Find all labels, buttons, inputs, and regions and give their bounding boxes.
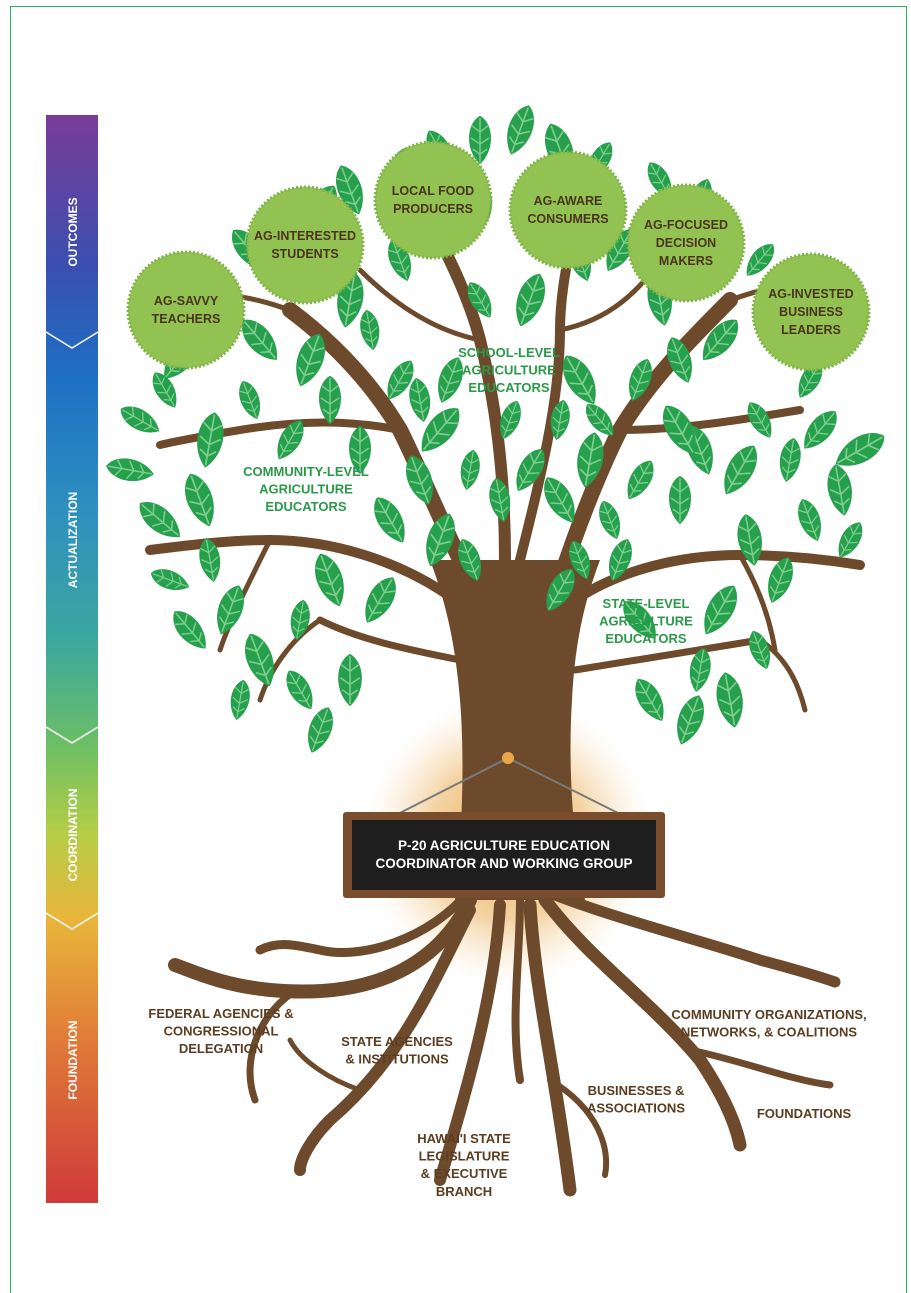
page-frame [10,6,907,1293]
leaf-icon [593,497,627,543]
stage-foundation: FOUNDATION [66,1020,80,1099]
leaf-icon [165,603,215,657]
leaf-icon [468,115,492,165]
leaf-icon [300,702,340,758]
leaf-icon [711,669,749,731]
leaf-icon [627,672,673,728]
leaf-icon [279,664,321,716]
leaf-icon [775,435,805,485]
leaf-icon [177,468,223,532]
leaf-icon [823,461,857,519]
leaf-icon [233,377,267,423]
leaf-icon [831,517,869,563]
leaf-icon [456,447,484,493]
root-businesses: BUSINESSES &ASSOCIATIONS [587,1083,685,1116]
leaf-icon [337,653,363,707]
stage-outcomes: OUTCOMES [66,197,80,266]
leaf-icon [355,570,405,630]
root-community-orgs: COMMUNITY ORGANIZATIONS,NETWORKS, & COAL… [671,1007,866,1040]
roots [168,885,841,1197]
leaf-icon [619,454,661,506]
stage-bar: OUTCOMES ACTUALIZATION COORDINATION FOUN… [45,115,99,1203]
leaf-icon [430,352,470,408]
leaf-icon [365,490,415,550]
root-foundations: FOUNDATIONS [757,1106,852,1121]
leaf-icon [318,375,342,425]
leaf-icon [507,268,553,332]
leaf-icon [114,399,166,441]
leaf-icon [405,375,435,425]
leaf-icon [499,100,541,160]
leaf-icon [286,597,314,643]
leaf-icon [792,494,828,546]
leaf-icon [714,438,766,502]
leaf-icon [694,578,746,642]
leaf-icon [669,690,711,750]
leaf-icon [307,548,353,612]
leaf-icon [191,409,229,471]
root-state-agencies: STATE AGENCIES& INSTITUTIONS [341,1034,453,1067]
leaf-icon [147,563,193,597]
stage-actualization: ACTUALIZATION [66,492,80,588]
leaf-icon [226,677,254,723]
stage-coordination: COORDINATION [66,788,80,881]
leaf-icon [103,454,157,486]
leaf-icon [668,475,692,525]
leaf-icon [356,307,384,353]
leaf-icon [131,493,189,547]
